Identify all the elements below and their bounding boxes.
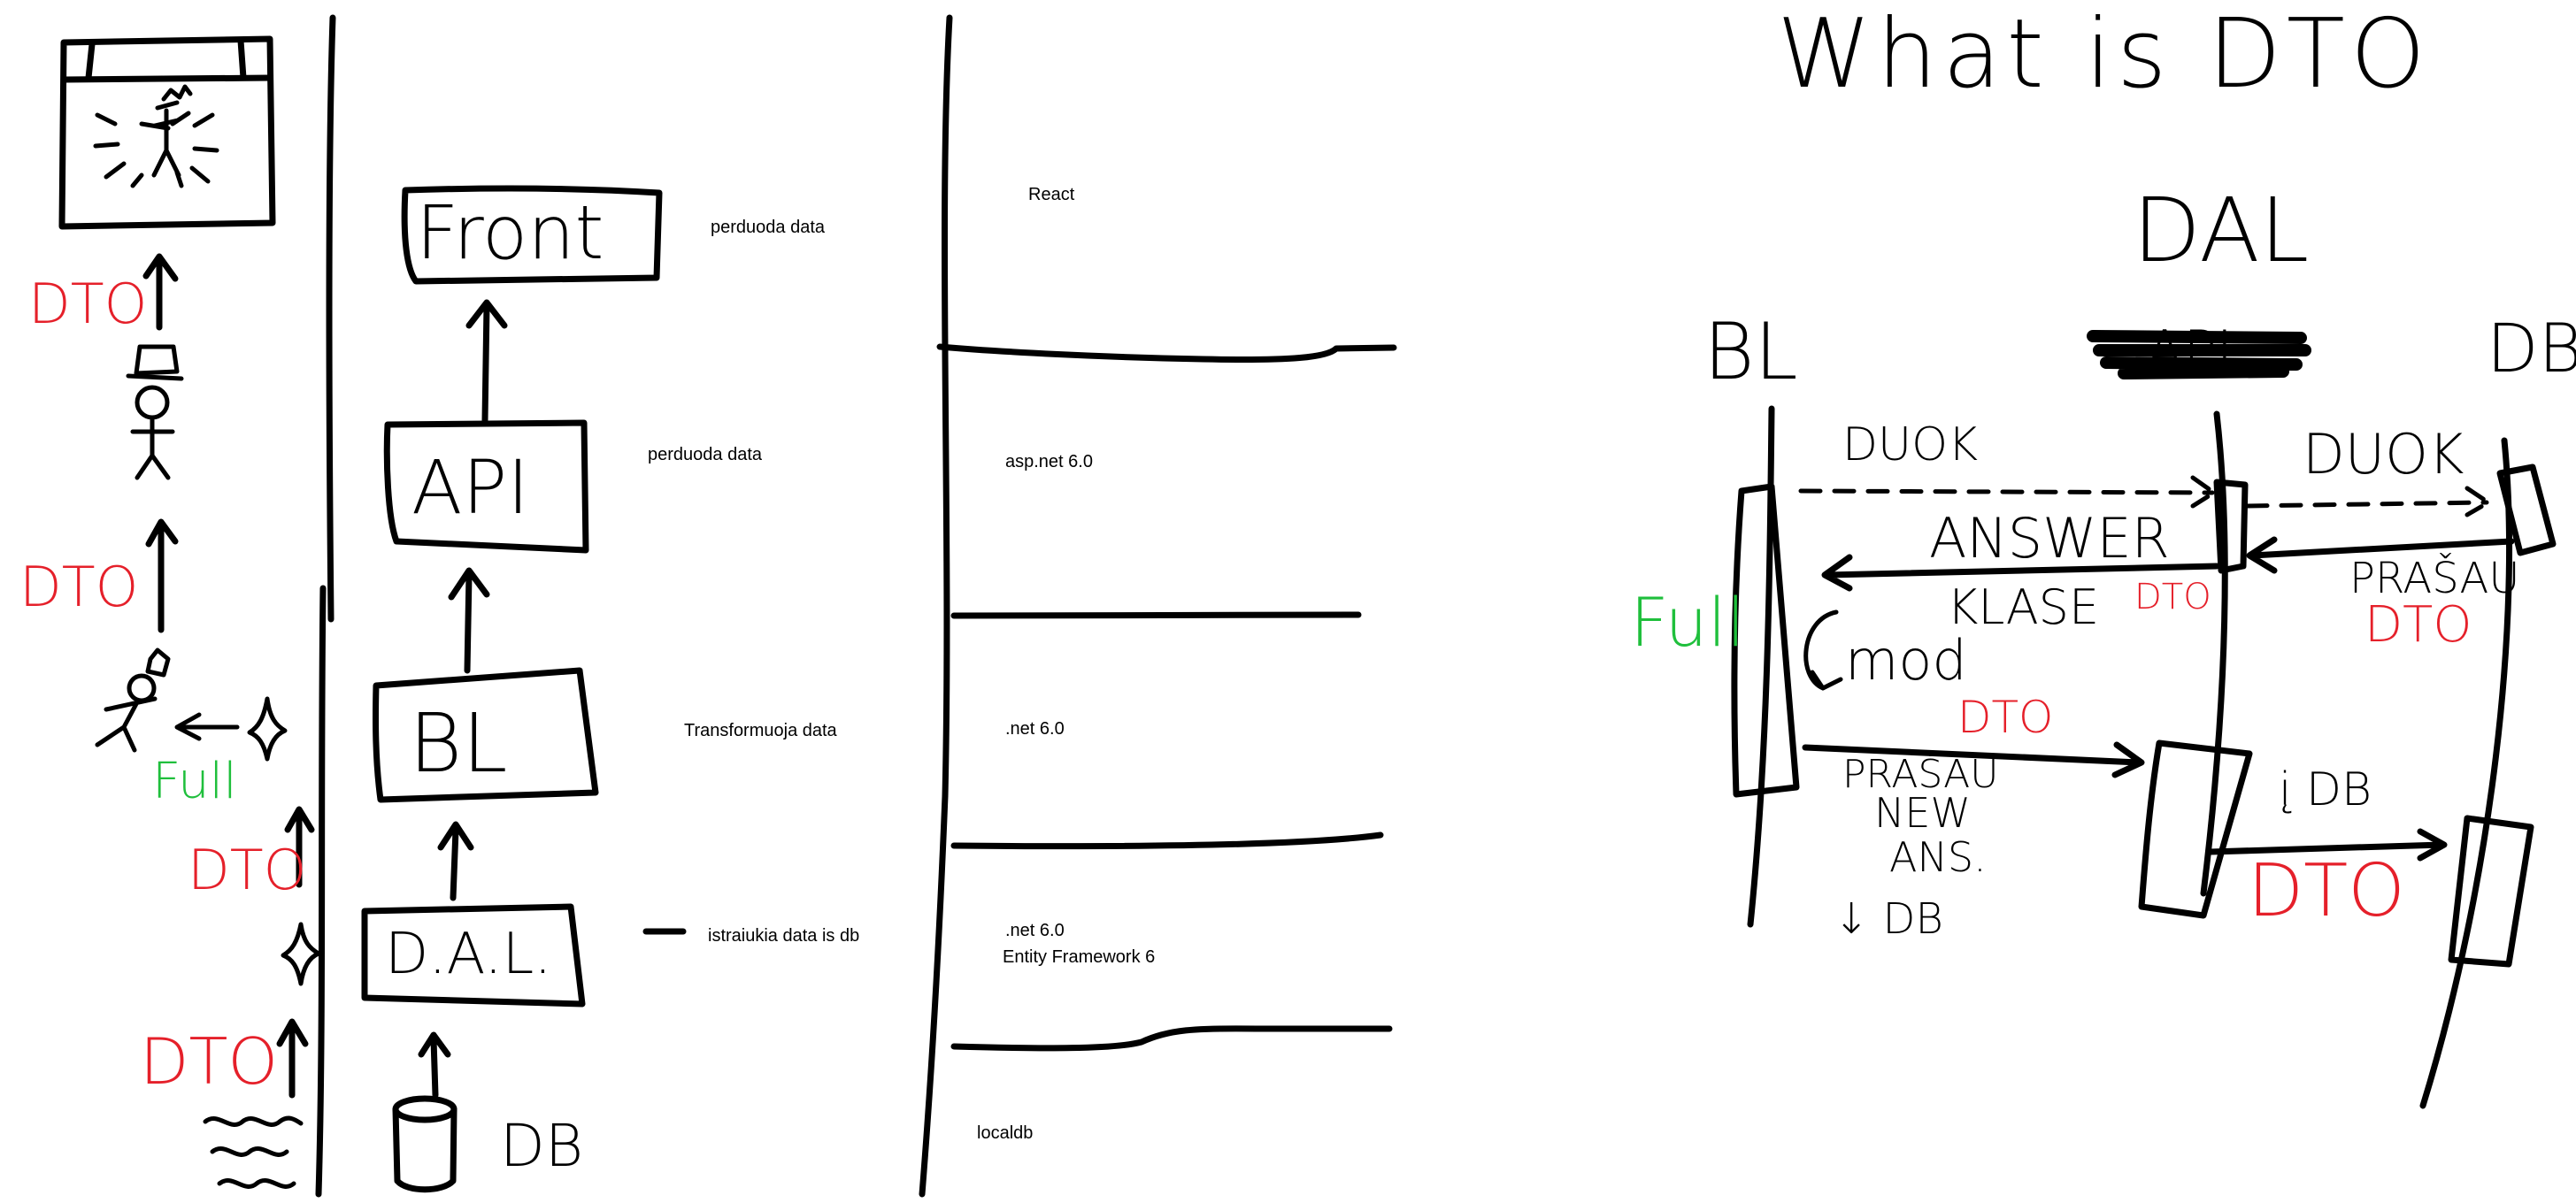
dal-box: D.A.L. xyxy=(361,903,586,1008)
db-label: DB xyxy=(500,1112,583,1180)
layer-separator-3 xyxy=(950,831,1384,850)
wave-icon xyxy=(203,1115,304,1189)
label-dto-mid: DTO xyxy=(1957,692,2053,743)
label-full-green: Full xyxy=(1630,583,1745,662)
dal-lane-label: DAL xyxy=(2133,179,2309,282)
db-lifeline xyxy=(2419,437,2513,1109)
sequence-title: What is DTO xyxy=(1777,0,2431,110)
label-new: NEW xyxy=(1874,789,1971,837)
divider-line-1b xyxy=(315,585,327,1198)
label-answer: ANSWER xyxy=(1929,506,2170,571)
full-label-left: Full xyxy=(152,753,237,810)
arrow-prasau-back xyxy=(2246,536,2515,574)
label-prasau-right: PRAŠAU xyxy=(2349,553,2520,603)
arrow-bl-to-api xyxy=(448,567,490,674)
database-cylinder-icon xyxy=(392,1095,458,1193)
label-i-db: į DB xyxy=(2279,763,2372,816)
label-duok-right: DUOK xyxy=(2303,422,2465,487)
dto-label-2: DTO xyxy=(19,555,138,619)
arrow-api-to-front xyxy=(465,299,508,424)
arrow-up-4 xyxy=(276,1018,309,1099)
db-lane-label: DB xyxy=(2487,309,2576,387)
layer-separator-1 xyxy=(936,343,1397,363)
arrow-answer xyxy=(1821,554,2220,592)
stick-figure-icon xyxy=(126,344,184,480)
db-activation-box-top xyxy=(2496,464,2557,556)
label-duok-left: DUOK xyxy=(1842,418,1978,471)
arrow-db-to-dal xyxy=(418,1031,451,1099)
dto-label-4: DTO xyxy=(140,1024,278,1099)
arrow-dal-to-bl xyxy=(437,821,474,901)
dto-label-3: DTO xyxy=(188,838,306,902)
crossed-out-api: API xyxy=(2087,318,2311,383)
desc-front: perduoda data xyxy=(711,218,826,237)
db-activation-box-bottom xyxy=(2448,815,2534,968)
label-dto-prasau: DTO xyxy=(2365,596,2472,654)
api-box: API xyxy=(383,419,589,554)
arrow-up-1 xyxy=(142,253,179,331)
bl-box-label: BL xyxy=(409,696,508,791)
front-box: Front xyxy=(401,185,663,285)
bl-activation-box xyxy=(1731,483,1800,798)
divider-line-2 xyxy=(919,14,953,1198)
layer-separator-2 xyxy=(950,611,1362,619)
dal-activation-box-mid xyxy=(2138,739,2253,919)
arrow-up-2 xyxy=(145,518,179,633)
tech-aspnet: asp.net 6.0 xyxy=(1005,452,1093,471)
desc-api: perduoda data xyxy=(648,445,763,464)
dal-activation-box-top xyxy=(2213,479,2249,574)
label-klase: KLASE xyxy=(1947,579,2099,635)
api-box-label: API xyxy=(411,444,529,531)
dto-label-1: DTO xyxy=(28,272,147,336)
sparkle-icon xyxy=(281,922,321,986)
bl-box: BL xyxy=(373,667,599,803)
sparkle-icon xyxy=(247,696,288,762)
layer-separator-4 xyxy=(950,1025,1393,1052)
label-prasau-new: PRAŠAU xyxy=(1842,750,1998,797)
bl-lane-label: BL xyxy=(1703,306,1798,397)
arrow-dal-duok xyxy=(2245,486,2491,517)
tech-react: React xyxy=(1028,185,1075,204)
arrow-left-full xyxy=(174,712,240,741)
stick-figure-icon xyxy=(95,647,171,753)
tech-net-bl: .net 6.0 xyxy=(1005,719,1065,739)
front-box-label: Front xyxy=(416,189,604,276)
label-mod: mod xyxy=(1845,628,1967,693)
label-ans: ANS. xyxy=(1889,833,1987,881)
label-to-db: ↓ DB xyxy=(1834,894,1943,944)
desc-bl: Transformuoja data xyxy=(684,721,838,740)
arrow-bl-duok xyxy=(1798,475,2217,509)
monitor-icon xyxy=(58,35,276,230)
dal-box-label: D.A.L. xyxy=(385,922,552,987)
tech-localdb: localdb xyxy=(977,1123,1033,1143)
label-dto-klase: DTO xyxy=(2134,577,2211,617)
arrow-up-3 xyxy=(284,806,315,888)
divider-line-1 xyxy=(326,14,336,623)
dal-lifeline xyxy=(2200,410,2228,897)
arrow-mod-loop xyxy=(1803,609,1843,691)
desc-dal: istraiukia data is db xyxy=(708,926,859,946)
arrow-i-db xyxy=(2207,828,2448,862)
arrow-prasau-new xyxy=(1802,741,2145,778)
bl-lifeline xyxy=(1747,405,1775,928)
label-dto-bottom: DTO xyxy=(2248,849,2405,933)
tech-ef: Entity Framework 6 xyxy=(1003,947,1155,967)
tech-net-dal: .net 6.0 xyxy=(1005,921,1065,940)
